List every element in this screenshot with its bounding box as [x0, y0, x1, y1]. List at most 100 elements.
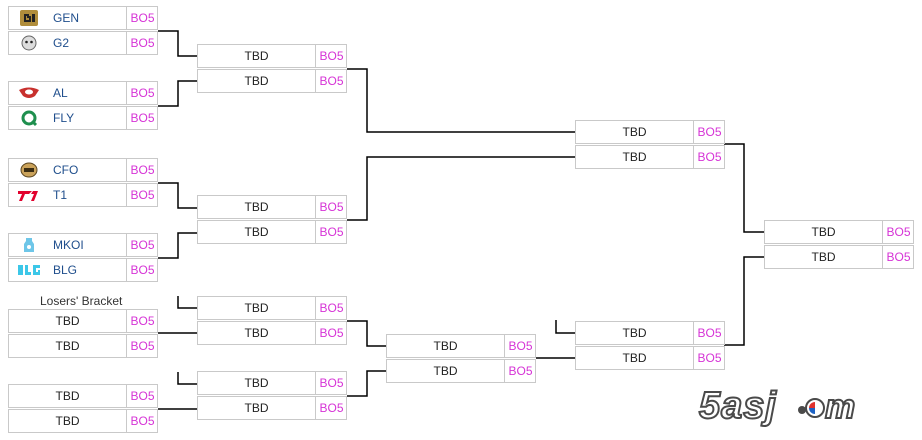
team-name: FLY — [9, 107, 127, 129]
losers-round1-match-1: TBD BO5 TBD BO5 — [8, 309, 158, 359]
round1-match-4: MKOI BO5 BLG BO5 — [8, 233, 158, 283]
team-slot[interactable]: T1 BO5 — [8, 183, 158, 207]
losers-round3-match-1: TBD BO5 TBD BO5 — [386, 334, 536, 384]
team-name: TBD — [198, 397, 316, 419]
series-format: BO5 — [319, 401, 344, 415]
team-slot[interactable]: TBD BO5 — [197, 220, 347, 244]
team-name: TBD — [576, 146, 694, 168]
team-name: TBD — [576, 347, 694, 369]
team-slot[interactable]: CFO BO5 — [8, 158, 158, 182]
grand-final-match: TBD BO5 TBD BO5 — [764, 220, 914, 270]
t1-logo-icon — [18, 191, 38, 201]
team-slot[interactable]: TBD BO5 — [197, 69, 347, 93]
team-name: TBD — [198, 322, 316, 344]
team-slot[interactable]: TBD BO5 — [386, 334, 536, 358]
team-slot[interactable]: TBD BO5 — [8, 384, 158, 408]
team-name: TBD — [576, 121, 694, 143]
team-slot[interactable]: GEN BO5 — [8, 6, 158, 30]
team-slot[interactable]: TBD BO5 — [8, 309, 158, 333]
series-format: BO5 — [508, 339, 533, 353]
winners-final-match: TBD BO5 TBD BO5 — [575, 120, 725, 170]
round1-match-3: CFO BO5 T1 BO5 — [8, 158, 158, 208]
team-name: TBD — [9, 310, 127, 332]
losers-round2-match-2: TBD BO5 TBD BO5 — [197, 371, 347, 421]
team-slot[interactable]: FLY BO5 — [8, 106, 158, 130]
series-format: BO5 — [130, 86, 155, 100]
series-format: BO5 — [886, 225, 911, 239]
team-name: BLG — [9, 259, 127, 281]
series-format: BO5 — [319, 225, 344, 239]
team-name: GEN — [9, 7, 127, 29]
al-logo-icon — [19, 87, 39, 98]
team-name: TBD — [387, 335, 505, 357]
series-format: BO5 — [130, 339, 155, 353]
team-name: TBD — [198, 196, 316, 218]
team-name: TBD — [9, 335, 127, 357]
series-format: BO5 — [697, 351, 722, 365]
series-format: BO5 — [130, 414, 155, 428]
team-slot[interactable]: TBD BO5 — [575, 321, 725, 345]
team-slot[interactable]: TBD BO5 — [197, 396, 347, 420]
team-name: TBD — [576, 322, 694, 344]
team-name: G2 — [9, 32, 127, 54]
mkoi-logo-icon — [24, 238, 34, 252]
series-format: BO5 — [319, 200, 344, 214]
round1-match-1: GEN BO5 G2 BO5 — [8, 6, 158, 56]
team-slot[interactable]: TBD BO5 — [764, 245, 914, 269]
team-name: TBD — [9, 410, 127, 432]
cfo-logo-icon — [20, 162, 38, 178]
series-format: BO5 — [130, 11, 155, 25]
team-slot[interactable]: BLG BO5 — [8, 258, 158, 282]
series-format: BO5 — [697, 150, 722, 164]
team-name: TBD — [198, 297, 316, 319]
team-slot[interactable]: TBD BO5 — [386, 359, 536, 383]
series-format: BO5 — [697, 326, 722, 340]
gen-logo-icon — [20, 10, 38, 26]
team-slot[interactable]: TBD BO5 — [764, 220, 914, 244]
team-name: TBD — [765, 221, 883, 243]
losers-round2-match-1: TBD BO5 TBD BO5 — [197, 296, 347, 346]
team-name: TBD — [198, 70, 316, 92]
team-slot[interactable]: TBD BO5 — [575, 346, 725, 370]
team-slot[interactable]: AL BO5 — [8, 81, 158, 105]
round2-match-1: TBD BO5 TBD BO5 — [197, 44, 347, 94]
blg-logo-icon — [18, 265, 40, 275]
team-name: TBD — [765, 246, 883, 268]
team-slot[interactable]: G2 BO5 — [8, 31, 158, 55]
series-format: BO5 — [130, 111, 155, 125]
team-slot[interactable]: TBD BO5 — [575, 120, 725, 144]
losers-round1-match-2: TBD BO5 TBD BO5 — [8, 384, 158, 434]
series-format: BO5 — [319, 74, 344, 88]
team-name: AL — [9, 82, 127, 104]
team-slot[interactable]: TBD BO5 — [197, 44, 347, 68]
team-slot[interactable]: TBD BO5 — [197, 195, 347, 219]
team-slot[interactable]: TBD BO5 — [575, 145, 725, 169]
series-format: BO5 — [319, 376, 344, 390]
svg-text:m: m — [825, 388, 855, 426]
g2-logo-icon — [21, 35, 37, 51]
team-slot[interactable]: MKOI BO5 — [8, 233, 158, 257]
series-format: BO5 — [886, 250, 911, 264]
fly-logo-icon — [21, 110, 38, 127]
series-format: BO5 — [508, 364, 533, 378]
series-format: BO5 — [130, 36, 155, 50]
team-name: T1 — [9, 184, 127, 206]
team-name: TBD — [198, 221, 316, 243]
round2-match-2: TBD BO5 TBD BO5 — [197, 195, 347, 245]
team-slot[interactable]: TBD BO5 — [197, 296, 347, 320]
team-slot[interactable]: TBD BO5 — [8, 409, 158, 433]
team-name: MKOI — [9, 234, 127, 256]
series-format: BO5 — [319, 326, 344, 340]
losers-final-match: TBD BO5 TBD BO5 — [575, 321, 725, 371]
series-format: BO5 — [319, 49, 344, 63]
team-name: TBD — [387, 360, 505, 382]
team-name: TBD — [198, 45, 316, 67]
series-format: BO5 — [130, 314, 155, 328]
team-slot[interactable]: TBD BO5 — [197, 321, 347, 345]
losers-bracket-label: Losers' Bracket — [40, 294, 123, 308]
watermark-logo: 5asj m — [698, 386, 856, 428]
series-format: BO5 — [697, 125, 722, 139]
team-slot[interactable]: TBD BO5 — [197, 371, 347, 395]
team-slot[interactable]: TBD BO5 — [8, 334, 158, 358]
series-format: BO5 — [130, 263, 155, 277]
